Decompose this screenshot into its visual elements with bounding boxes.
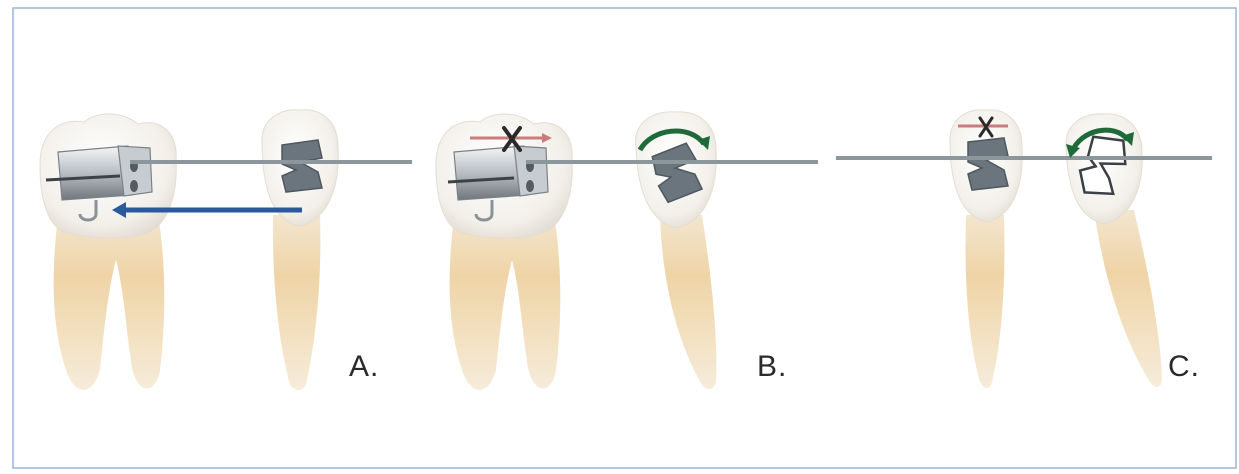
panel-label-c: C. <box>1168 350 1200 384</box>
panel-c <box>836 110 1212 388</box>
panel-a <box>40 110 412 390</box>
panel-label-a: A. <box>349 350 379 384</box>
figure-border <box>13 8 1236 468</box>
panel-b <box>436 112 818 390</box>
panel-label-b: B. <box>757 350 787 384</box>
